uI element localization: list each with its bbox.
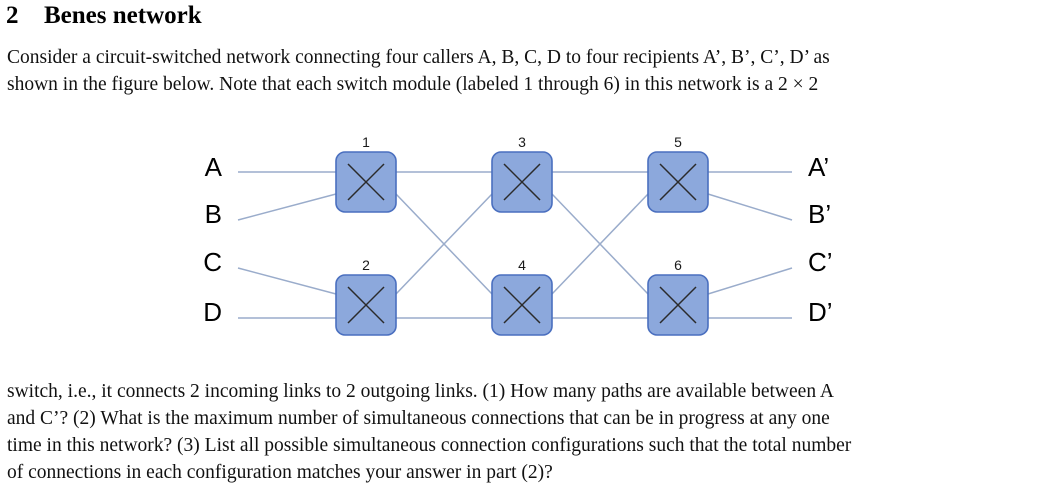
wire-switch2-top-to-switch3-bottom bbox=[395, 193, 493, 295]
intro-line: shown in the figure below. Note that eac… bbox=[7, 74, 819, 95]
switch-label-6: 6 bbox=[674, 257, 682, 273]
switch-label-3: 3 bbox=[518, 134, 526, 150]
switch-layer: 1 2 3 4 5 6 bbox=[335, 134, 709, 336]
switch-module-4[interactable]: 4 bbox=[491, 257, 553, 336]
switch-label-5: 5 bbox=[674, 134, 682, 150]
intro-paragraph: Consider a circuit-switched network conn… bbox=[7, 44, 1053, 98]
switch-label-4: 4 bbox=[518, 257, 526, 273]
section-heading: 2 Benes network bbox=[6, 2, 202, 30]
outro-paragraph: switch, i.e., it connects 2 incoming lin… bbox=[7, 378, 1053, 486]
output-label-D’: D’ bbox=[808, 297, 833, 327]
section-title: Benes network bbox=[44, 2, 202, 29]
switch-cross-icon bbox=[659, 286, 697, 324]
switch-cross-icon bbox=[503, 286, 541, 324]
switch-module-5[interactable]: 5 bbox=[647, 134, 709, 213]
outro-line: of connections in each configuration mat… bbox=[7, 462, 553, 483]
input-label-D: D bbox=[203, 297, 222, 327]
switch-module-2[interactable]: 2 bbox=[335, 257, 397, 336]
wire-B-to-switch1-bottom bbox=[237, 193, 337, 221]
switch-label-2: 2 bbox=[362, 257, 370, 273]
input-label-C: C bbox=[203, 247, 222, 277]
switch-cross-icon bbox=[503, 163, 541, 201]
output-label-B’: B’ bbox=[808, 199, 831, 229]
wire-switch4-top-to-switch5-bottom bbox=[551, 193, 649, 295]
wire-switch6-top-to-C-prime bbox=[707, 267, 793, 295]
outro-line: and C’? (2) What is the maximum number o… bbox=[7, 408, 830, 429]
switch-module-3[interactable]: 3 bbox=[491, 134, 553, 213]
output-label-A’: A’ bbox=[808, 152, 829, 182]
section-number: 2 bbox=[6, 2, 19, 29]
switch-cross-icon bbox=[347, 163, 385, 201]
switch-label-1: 1 bbox=[362, 134, 370, 150]
wire-switch5-bottom-to-B-prime bbox=[707, 193, 793, 221]
switch-module-6[interactable]: 6 bbox=[647, 257, 709, 336]
switch-module-1[interactable]: 1 bbox=[335, 134, 397, 213]
input-label-B: B bbox=[205, 199, 222, 229]
outro-line: time in this network? (3) List all possi… bbox=[7, 435, 852, 456]
outro-line: switch, i.e., it connects 2 incoming lin… bbox=[7, 381, 834, 402]
intro-line: Consider a circuit-switched network conn… bbox=[7, 47, 830, 68]
switch-cross-icon bbox=[659, 163, 697, 201]
wire-layer bbox=[237, 171, 793, 319]
output-label-C’: C’ bbox=[808, 247, 833, 277]
input-label-A: A bbox=[205, 152, 223, 182]
switch-cross-icon bbox=[347, 286, 385, 324]
wire-C-to-switch2-top bbox=[237, 267, 337, 295]
